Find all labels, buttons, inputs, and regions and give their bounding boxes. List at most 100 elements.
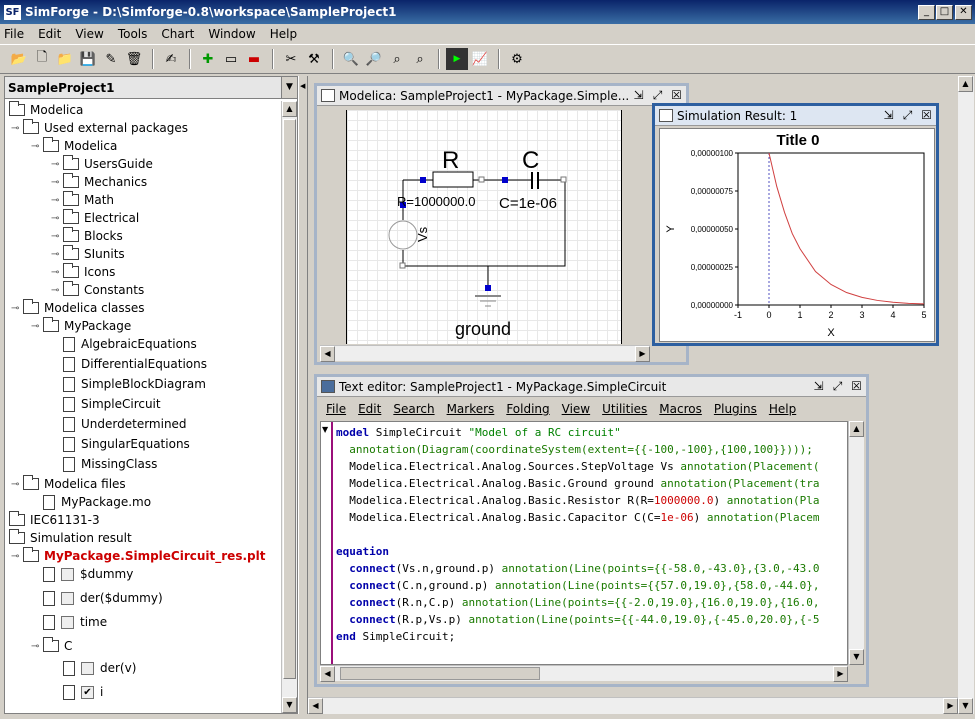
scroll-left-icon[interactable]: ◀: [320, 666, 335, 682]
variable-checkbox[interactable]: ✔: [81, 685, 94, 699]
variable-checkbox[interactable]: [61, 567, 74, 581]
save-icon[interactable]: 💾: [79, 51, 97, 67]
add-icon[interactable]: ✚: [202, 51, 214, 67]
tree-node[interactable]: AlgebraicEquations: [63, 335, 197, 353]
menu-file[interactable]: File: [4, 27, 25, 41]
editor-menu-help[interactable]: Help: [768, 402, 797, 416]
tree-node[interactable]: ✔i: [63, 683, 103, 701]
scroll-down-icon[interactable]: ▼: [282, 697, 297, 713]
menu-help[interactable]: Help: [269, 27, 298, 41]
scroll-left-icon[interactable]: ◀: [308, 698, 323, 714]
scroll-up-icon[interactable]: ▲: [958, 76, 973, 92]
editor-menu-plugins[interactable]: Plugins: [713, 402, 757, 416]
zoom-reset-icon[interactable]: ⌕: [416, 51, 424, 67]
tree-node[interactable]: ⊸C: [31, 637, 72, 655]
tree-node[interactable]: SimpleBlockDiagram: [63, 375, 206, 393]
open-file-icon[interactable]: 📁: [56, 51, 74, 67]
tree-node[interactable]: MissingClass: [63, 455, 157, 473]
maximize-button[interactable]: □: [936, 5, 953, 20]
new-file-icon[interactable]: 🗋: [36, 50, 48, 65]
editor-menu-file[interactable]: File: [326, 402, 347, 416]
scroll-thumb[interactable]: [283, 119, 296, 679]
expand-toggle-icon[interactable]: ⊸: [51, 194, 60, 206]
tree-node[interactable]: Underdetermined: [63, 415, 187, 433]
expand-toggle-icon[interactable]: ⊸: [31, 320, 40, 332]
tree-node[interactable]: DifferentialEquations: [63, 355, 207, 373]
tree-node[interactable]: Modelica: [9, 101, 83, 119]
tree-node[interactable]: der(v): [63, 659, 136, 677]
expand-toggle-icon[interactable]: ⊸: [51, 284, 60, 296]
tree-node[interactable]: ⊸Icons: [51, 263, 115, 281]
editor-menu-markers[interactable]: Markers: [446, 402, 495, 416]
tree-node[interactable]: ⊸Constants: [51, 281, 144, 299]
variable-checkbox[interactable]: [61, 615, 74, 629]
variable-checkbox[interactable]: [81, 661, 94, 675]
editor-vscrollbar[interactable]: ▲ ▼: [848, 421, 864, 665]
editor-menu-search[interactable]: Search: [393, 402, 435, 416]
collapse-left-icon[interactable]: ◀: [300, 82, 306, 90]
editor-titlebar[interactable]: Text editor: SampleProject1 - MyPackage.…: [317, 377, 866, 397]
scroll-down-icon[interactable]: ▼: [958, 698, 973, 714]
expand-toggle-icon[interactable]: ⊸: [51, 266, 60, 278]
tree-node[interactable]: time: [43, 613, 107, 631]
maximize-icon[interactable]: ⤢: [832, 379, 843, 393]
tree-node[interactable]: SingularEquations: [63, 435, 190, 453]
tree-node[interactable]: ⊸MyPackage: [31, 317, 131, 335]
maximize-icon[interactable]: ⤢: [652, 88, 663, 102]
editor-menu-edit[interactable]: Edit: [358, 402, 382, 416]
minimize-button[interactable]: _: [918, 5, 935, 20]
tree-node[interactable]: ⊸SIunits: [51, 245, 125, 263]
chevron-down-icon[interactable]: ▼: [281, 77, 297, 98]
menu-view[interactable]: View: [75, 27, 104, 41]
editor-hscrollbar[interactable]: ◀ ▶: [320, 665, 848, 682]
expand-toggle-icon[interactable]: ⊸: [51, 230, 60, 242]
tree-node[interactable]: ⊸Blocks: [51, 227, 123, 245]
close-file-icon[interactable]: 🗑: [125, 51, 143, 67]
zoom-in-icon[interactable]: 🔍: [342, 51, 360, 67]
tree-node[interactable]: $dummy: [43, 565, 133, 583]
sim-window-titlebar[interactable]: Simulation Result: 1 ⇲⤢☒: [655, 106, 936, 126]
scroll-thumb[interactable]: [340, 667, 540, 680]
menu-chart[interactable]: Chart: [161, 27, 195, 41]
diagram-hscrollbar[interactable]: ◀ ▶: [320, 345, 650, 362]
menu-tools[interactable]: Tools: [117, 27, 148, 41]
expand-toggle-icon[interactable]: ⊸: [31, 140, 40, 152]
editor-menu-macros[interactable]: Macros: [659, 402, 702, 416]
expand-toggle-icon[interactable]: ⊸: [11, 302, 20, 314]
model-window-titlebar[interactable]: Modelica: SampleProject1 - MyPackage.Sim…: [317, 86, 686, 106]
window-icon[interactable]: ▭: [224, 51, 238, 67]
split-divider[interactable]: ◀: [298, 76, 308, 714]
maximize-icon[interactable]: ⤢: [902, 108, 913, 122]
tools-icon[interactable]: ✂: [285, 51, 297, 67]
scroll-left-icon[interactable]: ◀: [320, 346, 335, 362]
zoom-out-icon[interactable]: 🔎: [365, 51, 383, 67]
fold-icon[interactable]: ▼: [322, 425, 329, 434]
expand-toggle-icon[interactable]: ⊸: [51, 176, 60, 188]
tree-scrollbar[interactable]: ▲ ▼: [281, 101, 297, 713]
build-icon[interactable]: ⚒: [308, 51, 320, 67]
expand-toggle-icon[interactable]: ⊸: [51, 212, 60, 224]
expand-toggle-icon[interactable]: ⊸: [51, 158, 60, 170]
expand-toggle-icon[interactable]: ⊸: [11, 478, 20, 490]
desktop-scrollbar[interactable]: ▲ ▼: [958, 76, 974, 714]
close-icon[interactable]: ☒: [921, 108, 932, 122]
iconify-icon[interactable]: ⇲: [883, 108, 894, 122]
simulate-icon[interactable]: ▶: [446, 48, 468, 70]
tree-node[interactable]: ⊸Modelica: [31, 137, 117, 155]
menu-window[interactable]: Window: [208, 27, 256, 41]
scroll-down-icon[interactable]: ▼: [849, 649, 864, 665]
editor-menu-folding[interactable]: Folding: [506, 402, 550, 416]
tree-node[interactable]: ⊸Electrical: [51, 209, 139, 227]
code-area[interactable]: ▼ model SimpleCircuit "Model of a RC cir…: [320, 421, 848, 665]
tree-node[interactable]: ⊸UsersGuide: [51, 155, 153, 173]
close-icon[interactable]: ☒: [671, 88, 682, 102]
close-button[interactable]: ✕: [955, 5, 972, 20]
scroll-up-icon[interactable]: ▲: [849, 421, 864, 437]
diagram-canvas[interactable]: R C R=1000000.0 C=1e-06 Vs ground: [346, 110, 622, 344]
remove-icon[interactable]: ▬: [247, 51, 261, 67]
tree-node[interactable]: ⊸Math: [51, 191, 114, 209]
iconify-icon[interactable]: ⇲: [813, 379, 824, 393]
menu-edit[interactable]: Edit: [38, 27, 62, 41]
zoom-fit-icon[interactable]: ⌕: [393, 51, 401, 67]
